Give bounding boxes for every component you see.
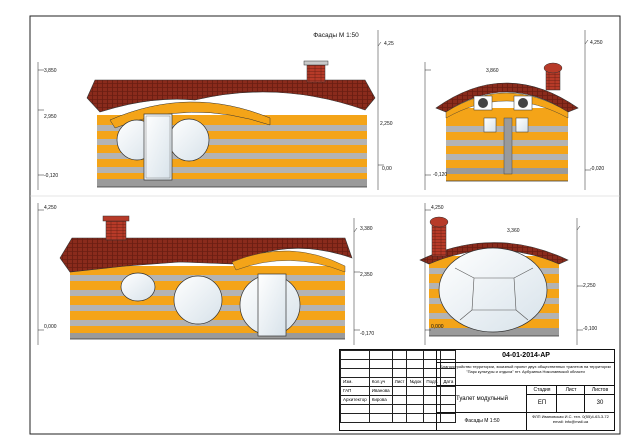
revision-cell [406,413,425,423]
facade-top-right [435,62,579,182]
revision-cell [406,368,425,378]
stage-cell: Стадия ЕП [526,386,557,413]
revision-cell [340,404,370,414]
revision-cell [391,350,408,360]
revision-row [340,404,457,414]
revision-cell [406,359,425,369]
revision-cell [391,359,408,369]
facade-bottom-right [419,216,569,337]
sheet-border [29,15,621,435]
level-label: 3,850 [44,68,57,74]
dimension-markers [37,30,591,345]
level-label: 4,25 [384,41,394,47]
sheet-value [557,395,585,412]
level-label: 2,250 [380,121,393,127]
window [438,247,548,333]
page-title: Фасады М 1:50 [313,32,359,39]
revision-cell: Изм. [340,377,370,387]
revision-cell [391,368,408,378]
chimney [105,219,127,241]
revision-cell [391,413,408,423]
drawing-code: 04-01-2014-АР [436,350,615,363]
revision-cell: Лист [391,377,408,387]
revision-cell [368,359,393,369]
revision-cell: Архитектор [340,395,370,405]
revision-cell [340,350,370,360]
revision-cell [368,368,393,378]
stage-label: Стадия [527,386,557,395]
level-label: 3,360 [507,228,520,234]
revision-cell [368,404,393,414]
level-label: 2,350 [360,272,373,278]
roof [419,242,569,265]
revision-cell: Иванова [368,386,393,396]
level-label: 4,250 [44,205,57,211]
level-label: 0,00 [382,166,392,172]
level-label: 2,250 [583,283,596,289]
revision-cell: ГАП [340,386,370,396]
revision-cell [368,350,393,360]
facade-bottom-left [59,215,353,340]
window [173,275,223,325]
roof [86,79,376,113]
level-label: 3,860 [486,68,499,74]
window [120,272,156,302]
door [143,113,173,181]
facade-top-left [86,60,376,188]
level-label: 2,950 [44,114,57,120]
project-description: Благоустройство территории, эскизный про… [436,362,614,386]
level-label: 4,250 [590,40,603,46]
organization: ФЛП Ивановская И.С. тел. 0(55)4-63-3-72 … [526,412,614,430]
window [168,118,210,162]
roof [59,237,353,273]
level-label: 0,000 [44,324,57,330]
sheets-label: Листов [585,386,615,395]
window [483,117,497,133]
level-label: -0,120 [44,173,58,179]
revision-cell [340,359,370,369]
revision-cell: Кол.уч [368,377,393,387]
revision-cell [340,368,370,378]
level-label: 4,250 [431,205,444,211]
door [257,273,287,337]
sheets-cell: Листов 30 [584,386,615,413]
sheet-label: Лист [557,386,585,395]
sheets-value: 30 [596,400,604,406]
revision-cell [340,413,370,423]
level-label: -0,120 [433,172,447,178]
level-label: 0,000 [431,324,444,330]
revision-cell: №док [406,377,425,387]
level-label: -0,100 [583,326,597,332]
level-label: 3,380 [360,226,373,232]
revision-row [340,359,457,369]
revision-cell [391,404,408,414]
revision-cell [391,395,408,405]
drawing-title: Туалет модульный [436,386,527,413]
revision-cell [406,386,425,396]
window [515,117,529,133]
sheet-name: Фасады М 1:50 [436,412,527,430]
stage-value: ЕП [537,400,547,406]
revision-cell [406,395,425,405]
sheet-cell: Лист [556,386,585,413]
revision-cell: Кирова [368,395,393,405]
level-label: -0,170 [360,331,374,337]
revision-cell [391,386,408,396]
revision-cell [406,350,425,360]
revision-cell [406,404,425,414]
revision-cell [440,413,457,423]
revision-row [340,413,457,423]
revision-cell [368,413,393,423]
chimney [306,63,326,83]
level-label: -0,020 [590,166,604,172]
